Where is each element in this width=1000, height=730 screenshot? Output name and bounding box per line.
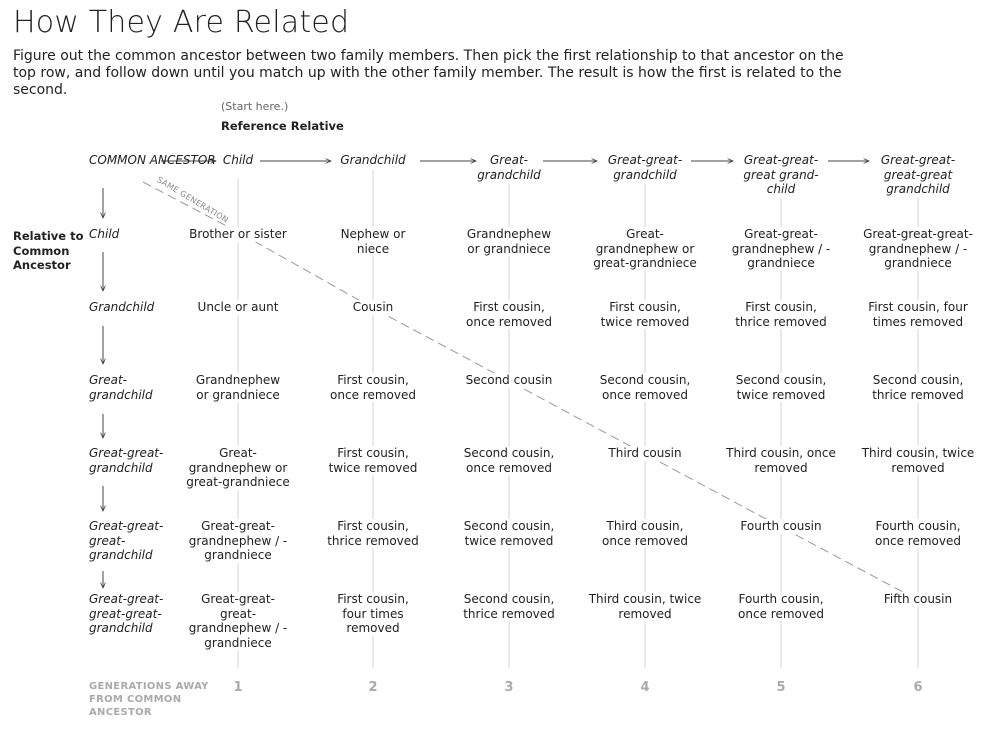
cell-r1-c5: Great-great-grandnephew / -grandniece xyxy=(726,227,836,271)
row-label-3: Great-grandchild xyxy=(89,373,153,402)
cell-r6-c3: Second cousin, thrice removed xyxy=(454,592,564,621)
cell-r3-c4: Second cousin, once removed xyxy=(590,373,700,402)
row-label-4: Great-great-grandchild xyxy=(89,446,164,475)
cell-r4-c2: First cousin, twice removed xyxy=(323,446,423,475)
intro-text: Figure out the common ancestor between t… xyxy=(13,48,844,98)
cell-r1-c2: Nephew or niece xyxy=(333,227,413,256)
cell-r4-c5: Third cousin, once removed xyxy=(722,446,840,475)
cell-r2-c5: First cousin, thrice removed xyxy=(731,300,831,329)
generations-away-label: GENERATIONS AWAY FROM COMMON ANCESTOR xyxy=(89,681,209,718)
cell-r6-c1: Great-great-great-grandnephew / -grandni… xyxy=(184,592,292,650)
relative-to-common-ancestor-label: Relative to Common Ancestor xyxy=(13,229,84,272)
cell-r2-c4: First cousin, twice removed xyxy=(595,300,695,329)
generation-number-6: 6 xyxy=(913,680,923,695)
cell-r3-c5: Second cousin, twice removed xyxy=(726,373,836,402)
row-label-6: Great-great-great-great-grandchild xyxy=(89,592,164,635)
column-header-3: Great-grandchild xyxy=(477,153,541,182)
row-label-2: Grandchild xyxy=(89,300,155,314)
cell-r5-c1: Great-great-grandnephew / -grandniece xyxy=(184,519,292,563)
cell-r5-c2: First cousin, thrice removed xyxy=(323,519,423,548)
cell-r2-c1: Uncle or aunt xyxy=(173,300,303,315)
cell-r6-c4: Third cousin, twice removed xyxy=(586,592,704,621)
cell-r3-c3: Second cousin xyxy=(444,373,574,388)
cell-r5-c6: Fourth cousin, once removed xyxy=(868,519,968,548)
column-header-1: Child xyxy=(222,153,254,167)
cell-r5-c3: Second cousin, twice removed xyxy=(454,519,564,548)
cell-r6-c5: Fourth cousin, once removed xyxy=(731,592,831,621)
cell-r2-c3: First cousin, once removed xyxy=(459,300,559,329)
cell-r3-c6: Second cousin, thrice removed xyxy=(863,373,973,402)
generation-number-5: 5 xyxy=(776,680,786,695)
cell-r3-c2: First cousin, once removed xyxy=(323,373,423,402)
generation-number-4: 4 xyxy=(640,680,650,695)
common-ancestor-label: COMMON ANCESTOR xyxy=(89,153,216,167)
cell-r4-c6: Third cousin, twice removed xyxy=(859,446,977,475)
cell-r6-c6: Fifth cousin xyxy=(853,592,983,607)
column-header-2: Grandchild xyxy=(340,153,406,167)
cell-r1-c1: Brother or sister xyxy=(173,227,303,242)
cell-r4-c4: Third cousin xyxy=(580,446,710,461)
cell-r5-c4: Third cousin, once removed xyxy=(595,519,695,548)
cell-r4-c3: Second cousin, once removed xyxy=(454,446,564,475)
row-label-1: Child xyxy=(89,227,120,241)
generation-number-3: 3 xyxy=(504,680,514,695)
cell-r1-c6: Great-great-great-grandnephew / -grandni… xyxy=(855,227,981,271)
row-label-5: Great-great-great-grandchild xyxy=(89,519,164,562)
page-title: How They Are Related xyxy=(13,5,350,40)
cell-r6-c2: First cousin, four times removed xyxy=(333,592,413,636)
cell-r5-c5: Fourth cousin xyxy=(716,519,846,534)
column-header-4: Great-great-grandchild xyxy=(607,153,683,182)
column-header-5: Great-great-great grand-child xyxy=(743,153,819,196)
column-header-6: Great-great-great-great grandchild xyxy=(880,153,956,196)
cell-r1-c4: Great-grandnephew or great-grandniece xyxy=(586,227,704,271)
reference-relative-label: Reference Relative xyxy=(221,119,344,133)
cell-r4-c1: Great-grandnephew or great-grandniece xyxy=(179,446,297,490)
generation-number-2: 2 xyxy=(368,680,378,695)
cell-r2-c2: Cousin xyxy=(308,300,438,315)
cell-r1-c3: Grandnephew or grandniece xyxy=(459,227,559,256)
cell-r2-c6: First cousin, four times removed xyxy=(863,300,973,329)
start-here-note: (Start here.) xyxy=(221,100,289,113)
generation-number-1: 1 xyxy=(233,680,243,695)
cell-r3-c1: Grandnephew or grandniece xyxy=(188,373,288,402)
